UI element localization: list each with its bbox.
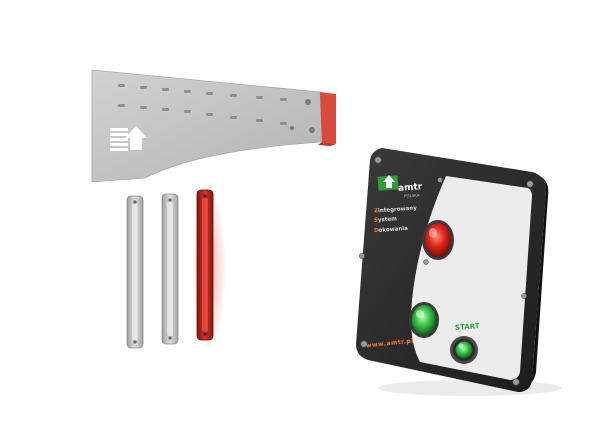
control-box: [356, 148, 562, 396]
reflector-strip-red: [192, 184, 226, 350]
loading-dock-arrow-icon: [110, 126, 147, 151]
box-screws: [359, 156, 534, 386]
amtr-logo-icon: [377, 175, 399, 191]
reflector-strip-grey-2: [161, 193, 179, 345]
bracket-bolts: [290, 99, 315, 133]
red-signal-lamp-icon: [422, 220, 454, 260]
mounting-bracket: [91, 69, 336, 183]
bracket-red-edge: [320, 92, 336, 144]
bracket-plate: [91, 69, 323, 183]
start-label: START: [454, 322, 480, 332]
green-signal-lamp-icon: [409, 302, 439, 338]
reflector-strip-grey-1: [126, 195, 144, 349]
bracket-slots: [118, 84, 287, 125]
start-button-icon: [450, 336, 478, 364]
